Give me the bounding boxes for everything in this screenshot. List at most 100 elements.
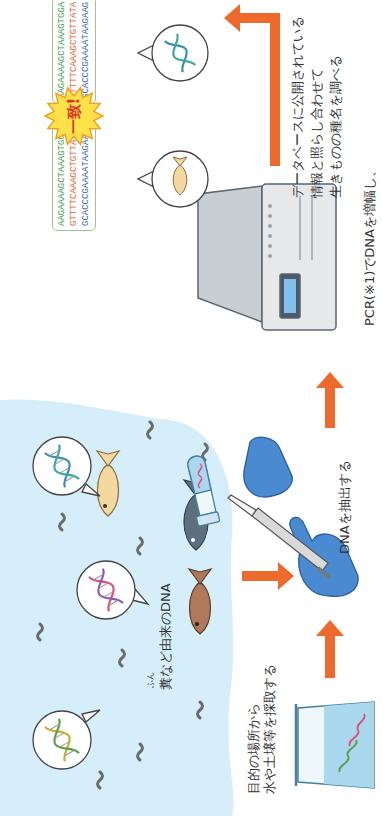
speech-bubble (152, 151, 208, 207)
feces-particle (138, 538, 143, 554)
sequence-box: AAGAAAAGCTAAAGTGGA GTTTTCAAAGCTGTTATA GC… (52, 0, 96, 104)
dna-bubble (94, 575, 118, 606)
match-starburst: 一致! (44, 86, 104, 146)
speech-bubble (173, 157, 187, 166)
text-line: データベースに公開されている (288, 16, 307, 198)
text-line: GTTTTCAAAGCTGTTATA (68, 2, 80, 99)
beaker (324, 702, 374, 788)
speech-bubble (165, 34, 195, 72)
fish (97, 451, 119, 466)
text-line: ふん (146, 672, 156, 688)
dna-bubble (33, 710, 100, 769)
flow-arrow (316, 372, 344, 428)
dna-bubble (45, 719, 79, 762)
fish (195, 622, 199, 626)
beaker (339, 714, 364, 772)
pcr-machine (262, 184, 336, 330)
text-line: GTTTTCAAAGCTGTTATA (68, 129, 80, 226)
pcr-machine (198, 186, 262, 322)
pond (0, 399, 234, 816)
pcr-machine (300, 196, 312, 260)
dna-bubble (45, 719, 79, 762)
fish (103, 504, 107, 508)
fish (191, 538, 195, 542)
match-text: 一致! (44, 86, 104, 146)
pcr-machine (268, 244, 272, 248)
pcr-machine (280, 274, 300, 318)
glove (244, 437, 358, 596)
fish (98, 464, 119, 516)
glove (244, 437, 292, 497)
feces-particle (120, 650, 125, 666)
feces-particle (203, 444, 208, 460)
text-line: 目的の場所から (246, 664, 262, 794)
dna-bubble (89, 569, 123, 612)
pcr-machine (198, 184, 336, 330)
step-caption: データベースに公開されている 情報と照らし合わせて 生きものの種名を調べる (288, 16, 345, 198)
sample-tube (188, 456, 211, 494)
furigana: ふん (146, 672, 156, 688)
dna-bubble (33, 437, 91, 495)
beaker (349, 714, 364, 746)
pond (0, 399, 234, 816)
feces-particle (138, 744, 143, 760)
pond-note: 糞など由来のDNA (157, 583, 174, 690)
pipette (252, 508, 328, 571)
sample-tube (196, 512, 220, 527)
text-line: 一致! (65, 98, 84, 135)
fish (190, 582, 211, 634)
text-line: PCR(※1)でDNAを増幅し、 (361, 164, 378, 326)
speech-bubble (138, 151, 208, 207)
pipette (318, 568, 330, 578)
feces-particle (60, 514, 65, 530)
dna-bubble (50, 725, 74, 756)
speech-bubble (152, 25, 208, 81)
dna-bubble (45, 445, 79, 488)
pcr-machine (268, 204, 272, 258)
dna-bubble (77, 561, 135, 619)
pcr-machine (268, 234, 272, 238)
fish (97, 451, 119, 516)
speech-bubble (165, 34, 195, 72)
sequence-box: AAGAAAAGCTAAAGTGGA GTTTTCAAAGCTGTTATA GC… (52, 124, 96, 231)
dna-bubble (33, 437, 100, 496)
text-line: AAGAAAAGCTAAAGTGGA (56, 2, 68, 99)
dna-sequence: AAGAAAAGCTAAAGTGGA GTTTTCAAAGCTGTTATA GC… (56, 129, 92, 226)
pcr-machine (268, 224, 272, 228)
feces-particle (38, 624, 43, 640)
speech-bubble (173, 165, 187, 195)
flow-arrow (242, 562, 294, 590)
fish (189, 569, 211, 634)
fish (189, 569, 211, 584)
pcr-machine (268, 254, 272, 258)
sample-tube (188, 456, 216, 516)
speech-bubble (138, 25, 208, 81)
dna-bubble (45, 445, 79, 488)
text-line: 生きものの種名を調べる (326, 16, 345, 198)
text-line: GCACCCGAAAATAAGAAG (80, 2, 92, 99)
beaker (295, 704, 298, 786)
pipette (228, 495, 256, 516)
step-caption: DNAを抽出する (336, 460, 353, 554)
step-caption: 目的の場所から 水や土壌等を採取する (246, 664, 278, 794)
text-line: 情報と照らし合わせて (307, 16, 326, 198)
dna-bubble (89, 569, 123, 612)
pcr-machine (268, 214, 272, 218)
speech-bubble (165, 34, 195, 72)
text-line: GCACCCGAAAATAAGAAG (80, 129, 92, 226)
text-line: AAGAAAAGCTAAAGTGGA (56, 129, 68, 226)
beaker (298, 702, 374, 788)
pcr-machine (284, 279, 296, 313)
beaker (339, 740, 356, 772)
flow-arrow (316, 620, 344, 678)
feces-particle (198, 702, 203, 718)
dna-bubble (89, 569, 123, 612)
text-line: 水や土壌等を採取する (262, 664, 278, 794)
flow-arrow (224, 4, 280, 166)
dna-sequence: AAGAAAAGCTAAAGTGGA GTTTTCAAAGCTGTTATA GC… (56, 2, 92, 99)
pcr-machine (268, 204, 272, 208)
step-caption: PCR(※1)でDNAを増幅し、 (361, 164, 378, 326)
text-line: DNAを抽出する (336, 460, 353, 554)
dna-bubble (45, 719, 79, 762)
